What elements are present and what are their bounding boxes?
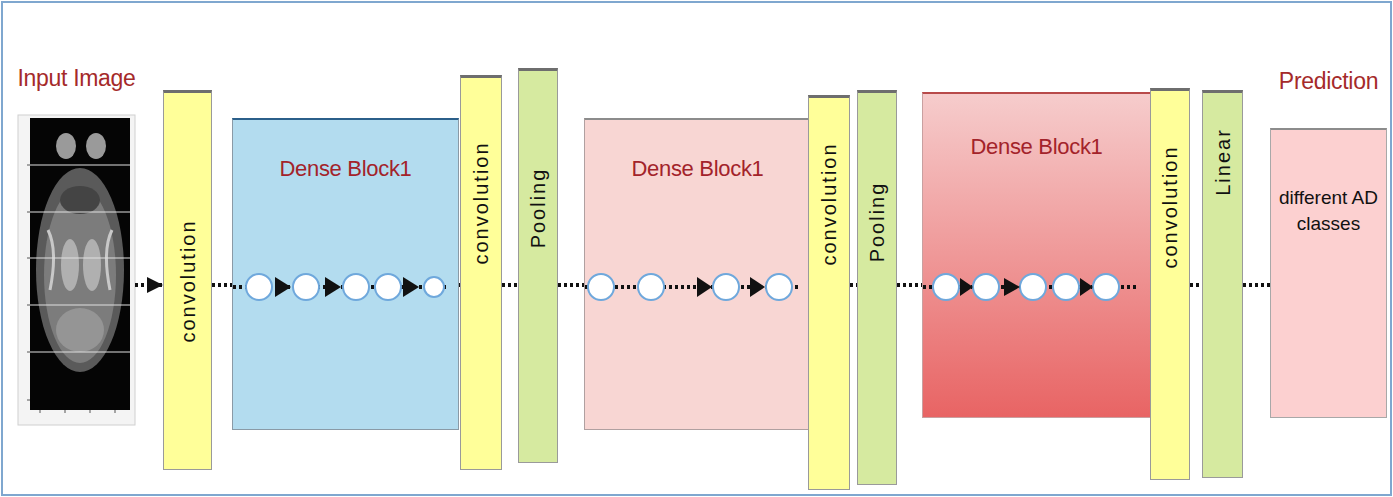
dense-block: Dense Block1 xyxy=(584,118,811,430)
connector xyxy=(1190,283,1202,287)
block-title: Dense Block1 xyxy=(923,94,1150,160)
layer-label: convolution xyxy=(470,142,493,265)
output-box: Predictiondifferent AD classes xyxy=(1270,128,1387,418)
class-label: different AD classes xyxy=(1271,185,1386,236)
dense-block: Dense Block1 xyxy=(922,92,1151,418)
connector xyxy=(135,283,163,287)
dense-block: Dense Block1 xyxy=(232,118,459,430)
layer-label: Pooling xyxy=(527,167,550,248)
layer-label: convolution xyxy=(1159,146,1182,269)
block-title: Dense Block1 xyxy=(585,120,810,182)
layer-label: Linear xyxy=(1211,128,1234,196)
layer-label: convolution xyxy=(176,219,199,342)
connector xyxy=(558,283,584,287)
connector xyxy=(897,283,922,287)
heading: Prediction xyxy=(1279,68,1378,95)
input-image: Input Image xyxy=(18,115,135,425)
pooling-layer: Pooling xyxy=(518,68,558,463)
layer-label: Pooling xyxy=(866,182,889,263)
connector xyxy=(502,283,518,287)
connector xyxy=(212,283,232,287)
convolution-layer: convolution xyxy=(808,95,850,490)
layer-label: convolution xyxy=(818,142,841,265)
mri-image xyxy=(18,115,135,425)
convolution-layer: convolution xyxy=(460,75,502,470)
connector xyxy=(1243,283,1270,287)
convolution-layer: convolution xyxy=(1150,88,1190,480)
block-title: Dense Block1 xyxy=(233,120,458,182)
pooling-layer: Pooling xyxy=(857,90,897,485)
linear-layer: Linear xyxy=(1202,90,1243,478)
convolution-layer: convolution xyxy=(163,90,212,470)
connector xyxy=(850,283,857,287)
heading: Input Image xyxy=(17,65,135,92)
